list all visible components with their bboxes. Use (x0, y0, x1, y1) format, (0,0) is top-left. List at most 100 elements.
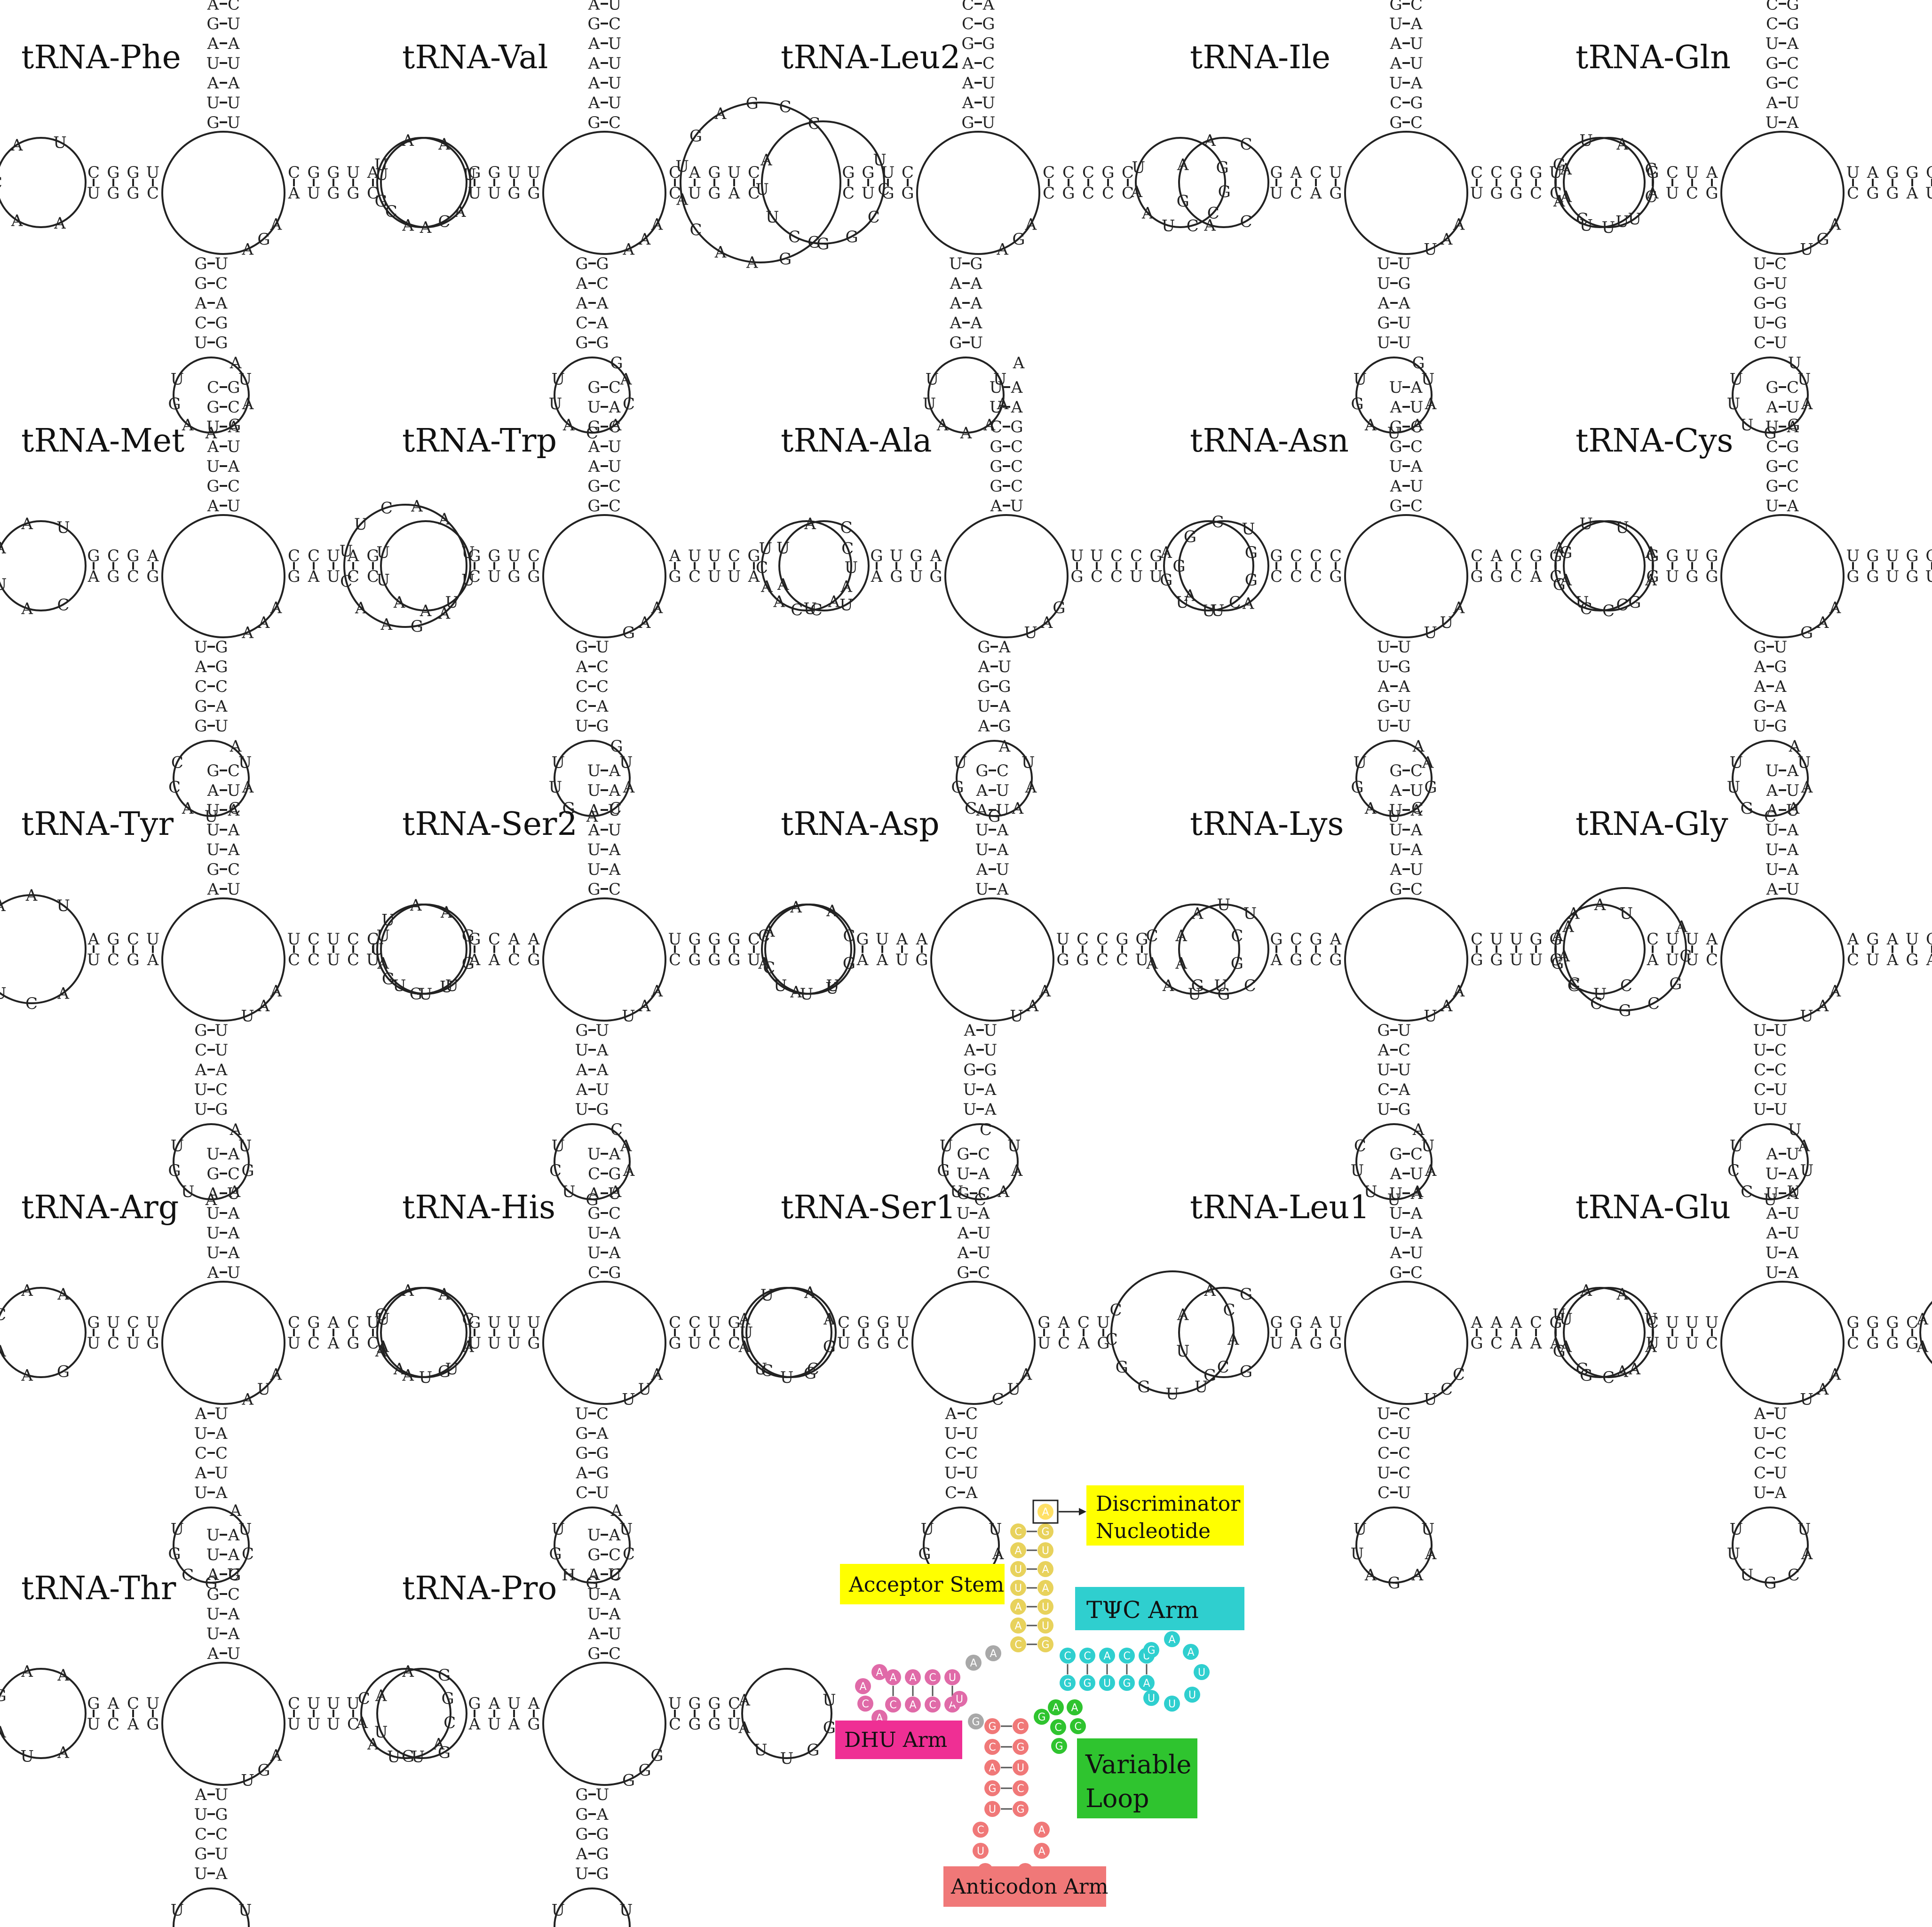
acceptor-stem-nucleotide: U (206, 1224, 220, 1243)
acceptor-stem-nucleotide: U (608, 437, 622, 456)
tpsic-loop-outline (360, 1668, 451, 1759)
tpsic-loop-nucleotide: G (1116, 1358, 1128, 1377)
discriminator-arrowhead (1079, 1508, 1086, 1515)
trna-name-label: tRNA-Arg (21, 1189, 179, 1226)
acceptor-stem-nucleotide: A (228, 418, 240, 436)
variable-loop-label-box (1077, 1738, 1197, 1818)
tpsic-loop-nucleotide: C (1645, 188, 1657, 206)
dhu-loop-nucleotide: U (1579, 216, 1593, 235)
acceptor-stem-nucleotide: A (957, 1224, 969, 1243)
acceptor-stem-nucleotide: A (228, 1224, 240, 1243)
central-loop-outline (161, 514, 285, 638)
anticodon-stem-nucleotide: C (596, 677, 609, 696)
acceptor-stem-nucleotide: A (1410, 1184, 1423, 1203)
discriminator-nucleotide: A (998, 737, 1011, 756)
tpsic-loop-nucleotide: A (1560, 571, 1572, 590)
anticodon-stem-nucleotide: G (575, 1785, 588, 1804)
tpsic-loop-outline (1135, 137, 1226, 228)
acceptor-stem-nucleotide: U (1389, 1224, 1403, 1243)
acceptor-stem-nucleotide: U (206, 1526, 220, 1545)
anticodon-stem-nucleotide: G (1753, 294, 1766, 313)
legend-discriminator-nucleotide (1037, 1504, 1053, 1520)
tpsic-loop-nucleotide: C (1590, 994, 1602, 1013)
central-loop-outline (1344, 1281, 1468, 1405)
anticodon-loop-outline (1732, 1123, 1809, 1200)
tpsic-loop-outline (761, 120, 885, 245)
dhu-loop-nucleotide: A (676, 190, 688, 209)
dhu-stem-nucleotide: C (1290, 184, 1302, 203)
anticodon-loop-nucleotide: A (998, 1182, 1010, 1201)
tpsic-loop-outline (741, 1668, 832, 1759)
legend-acceptor-nucleotide-letter: U (1042, 1602, 1049, 1613)
anticodon-loop-outline (173, 740, 250, 817)
anticodon-stem-nucleotide: U (1377, 1100, 1391, 1119)
legend-connector-nucleotide-letter: G (972, 1716, 980, 1728)
dhu-arm-label: DHU Arm (835, 1721, 962, 1759)
acceptor-stem-nucleotide: G (961, 113, 974, 132)
anticodon-loop-nucleotide: U (1727, 1545, 1741, 1563)
anticodon-stem-nucleotide: C (1398, 1444, 1410, 1463)
anticodon-loop-nucleotide: A (983, 416, 996, 435)
acceptor-stem-nucleotide: A (207, 437, 219, 456)
variable-loop-nucleotide: U (1424, 1390, 1437, 1409)
acceptor-stem-nucleotide: C (978, 1263, 990, 1282)
tpsic-stem-nucleotide: U (688, 184, 702, 203)
tpsic-loop-nucleotide: U (766, 208, 779, 227)
variable-loop-nucleotide: G (622, 1771, 635, 1790)
anticodon-loop-nucleotide: A (620, 370, 632, 389)
dhu-loop-nucleotide: A (375, 1342, 387, 1361)
variable-loop-nucleotide: A (241, 240, 253, 259)
dhu-loop-nucleotide: A (375, 1687, 387, 1705)
acceptor-stem-nucleotide: A (207, 1184, 219, 1203)
dhu-loop-nucleotide: G (1553, 575, 1566, 594)
trna-name-label: tRNA-Ala (781, 422, 932, 460)
dhu-loop-nucleotide: G (410, 984, 422, 1003)
dhu-loop-nucleotide: G (808, 233, 820, 252)
acceptor-stem-nucleotide: A (1410, 378, 1423, 397)
dhu-loop-nucleotide: G (402, 1747, 414, 1766)
acceptor-stem-nucleotide: A (609, 1224, 621, 1243)
legend-tpsic-nucleotide (1139, 1675, 1155, 1691)
variable-loop-nucleotide: U (1800, 240, 1813, 259)
acceptor-stem-nucleotide: A (228, 1625, 240, 1643)
tpsic-stem-nucleotide: C (288, 951, 300, 969)
anticodon-loop-nucleotide: G (586, 1190, 598, 1209)
acceptor-stem-nucleotide: U (227, 497, 241, 515)
anticodon-loop-outline (1732, 1507, 1809, 1584)
anticodon-stem-nucleotide: U (949, 254, 963, 273)
acceptor-stem-nucleotide: A (609, 1585, 621, 1604)
legend-variable-nucleotide (1067, 1699, 1083, 1715)
acceptor-stem-nucleotide: U (206, 841, 220, 859)
acceptor-stem-nucleotide: A (1390, 781, 1402, 800)
legend-acceptor-nucleotide (1010, 1580, 1026, 1596)
acceptor-stem-nucleotide: U (1766, 761, 1779, 780)
variable-loop-nucleotide: U (1007, 1380, 1021, 1399)
tpsic-stem-nucleotide: U (1866, 951, 1880, 969)
tpsic-loop-nucleotide: U (1188, 985, 1202, 1004)
variable-loop-label-line2: Loop (1085, 1784, 1149, 1813)
dhu-loop-outline (1178, 520, 1269, 611)
acceptor-stem-nucleotide: A (228, 74, 240, 93)
acceptor-stem-nucleotide: U (1766, 34, 1779, 53)
variable-loop-nucleotide: U (1010, 1007, 1023, 1026)
legend-dhu-nucleotide-letter: A (889, 1672, 896, 1684)
dhu-stem-nucleotide: U (87, 1715, 101, 1734)
acceptor-stem-nucleotide: A (588, 457, 600, 476)
acceptor-stem-nucleotide: G (1389, 880, 1402, 899)
acceptor-stem-nucleotide: G (206, 113, 219, 132)
acceptor-stem-nucleotide: U (227, 15, 241, 33)
anticodon-loop-nucleotide: C (1727, 1161, 1740, 1180)
dhu-loop-nucleotide: A (1580, 1281, 1592, 1300)
tpsic-loop-nucleotide: A (1141, 204, 1154, 223)
acceptor-stem-nucleotide: A (1766, 801, 1778, 820)
anticodon-stem-nucleotide: U (1377, 1404, 1391, 1423)
tpsic-stem-nucleotide: U (327, 951, 340, 969)
dhu-stem-nucleotide: A (508, 1715, 520, 1734)
legend-acceptor-nucleotide-letter: C (1014, 1639, 1021, 1651)
dhu-stem-nucleotide: G (901, 184, 914, 203)
dhu-stem-nucleotide: G (1329, 567, 1342, 586)
anticodon-loop-nucleotide: G (1424, 778, 1437, 797)
anticodon-loop-nucleotide: A (1025, 778, 1037, 797)
